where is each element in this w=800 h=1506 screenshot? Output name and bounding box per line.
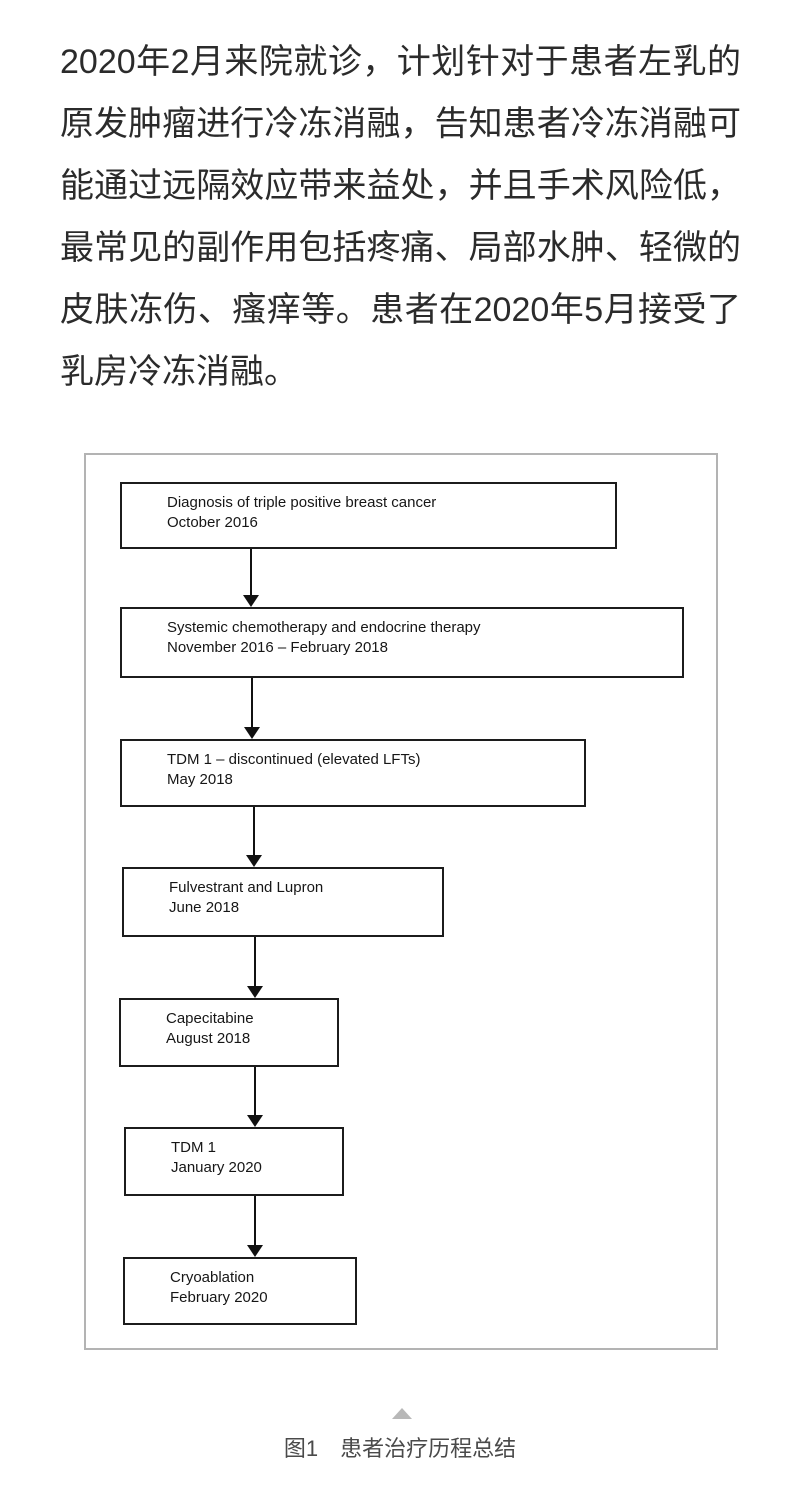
flow-box-tdm1-discontinued: TDM 1 – discontinued (elevated LFTs) May… xyxy=(120,739,586,807)
flow-box-date: October 2016 xyxy=(167,514,258,531)
flow-box-capecitabine: Capecitabine August 2018 xyxy=(119,998,339,1067)
flow-arrow-down xyxy=(242,549,260,607)
arrow-line xyxy=(254,1196,256,1245)
flow-box-title: Diagnosis of triple positive breast canc… xyxy=(167,494,437,511)
flow-box-title: Fulvestrant and Lupron xyxy=(169,879,324,896)
flow-box-date: August 2018 xyxy=(166,1030,251,1047)
flow-arrow-down xyxy=(245,807,263,867)
case-description-paragraph: 2020年2月来院就诊，计划针对于患者左乳的 原发肿瘤进行冷冻消融，告知患者冷冻… xyxy=(60,31,741,403)
treatment-timeline-figure: Diagnosis of triple positive breast canc… xyxy=(84,453,718,1350)
paragraph-line: 2020年2月来院就诊，计划针对于患者左乳的 xyxy=(60,43,741,81)
flow-box-title: Cryoablation xyxy=(170,1269,255,1286)
arrow-line xyxy=(254,1067,256,1115)
flow-box-date: May 2018 xyxy=(167,771,233,788)
flow-box-date: January 2020 xyxy=(171,1159,262,1176)
arrow-line xyxy=(251,678,253,727)
arrow-head-icon xyxy=(247,986,263,998)
flow-box-chemo-endocrine: Systemic chemotherapy and endocrine ther… xyxy=(120,607,684,678)
flow-box-fulvestrant-lupron: Fulvestrant and Lupron June 2018 xyxy=(122,867,444,937)
flow-box-diagnosis: Diagnosis of triple positive breast canc… xyxy=(120,482,617,549)
flow-box-date: February 2020 xyxy=(170,1289,268,1306)
flow-box-title: Capecitabine xyxy=(166,1010,254,1027)
flow-arrow-down xyxy=(246,1196,264,1257)
paragraph-line: 乳房冷冻消融。 xyxy=(60,353,298,391)
arrow-head-icon xyxy=(244,727,260,739)
flow-box-cryoablation: Cryoablation February 2020 xyxy=(123,1257,357,1325)
paragraph-line: 皮肤冻伤、瘙痒等。患者在2020年5月接受了 xyxy=(60,291,741,329)
flow-box-title: TDM 1 xyxy=(171,1139,216,1156)
paragraph-line: 最常见的副作用包括疼痛、局部水肿、轻微的 xyxy=(60,229,741,267)
flow-arrow-down xyxy=(246,1067,264,1127)
flow-box-date: November 2016 – February 2018 xyxy=(167,639,388,656)
arrow-head-icon xyxy=(247,1245,263,1257)
arrow-line xyxy=(250,549,252,595)
flow-arrow-down xyxy=(243,678,261,739)
figure-collapse-triangle-icon[interactable] xyxy=(392,1408,412,1419)
arrow-head-icon xyxy=(246,855,262,867)
paragraph-line: 原发肿瘤进行冷冻消融，告知患者冷冻消融可 xyxy=(60,105,741,143)
flow-box-title: TDM 1 – discontinued (elevated LFTs) xyxy=(167,751,421,768)
arrow-head-icon xyxy=(243,595,259,607)
arrow-line xyxy=(254,937,256,986)
arrow-line xyxy=(253,807,255,855)
paragraph-line: 能通过远隔效应带来益处，并且手术风险低， xyxy=(60,167,741,205)
flow-arrow-down xyxy=(246,937,264,998)
arrow-head-icon xyxy=(247,1115,263,1127)
flow-box-tdm1-rechallenge: TDM 1 January 2020 xyxy=(124,1127,344,1196)
flow-box-date: June 2018 xyxy=(169,899,240,916)
figure-caption: 图1 患者治疗历程总结 xyxy=(283,1436,517,1461)
flow-box-title: Systemic chemotherapy and endocrine ther… xyxy=(167,619,481,636)
